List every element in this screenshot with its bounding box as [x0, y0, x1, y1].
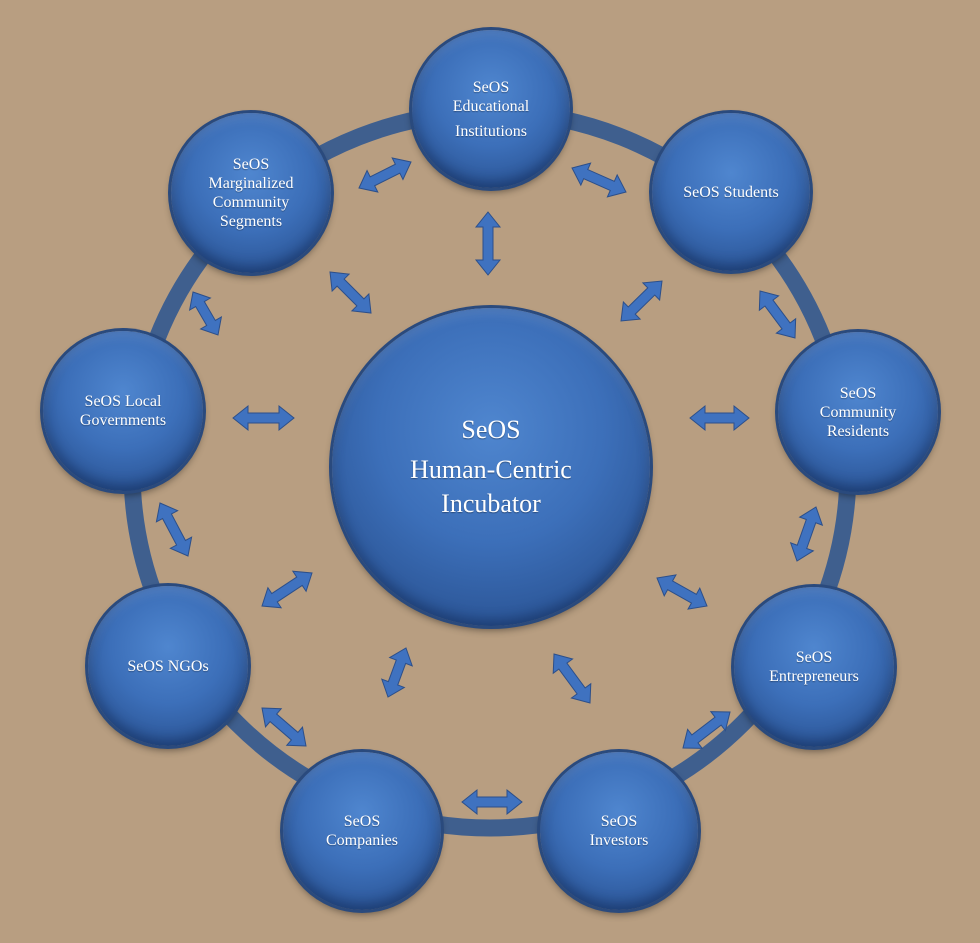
label-line: Community [819, 403, 897, 421]
label-line: Companies [326, 832, 398, 849]
node-label: SeOS Educational Institutions [445, 78, 537, 141]
node-label: SeOS Investors [582, 812, 657, 850]
center-label-line: Human-Centric [410, 455, 572, 484]
double-arrow-icon [689, 404, 750, 432]
double-arrow-icon [461, 788, 523, 816]
label-line: SeOS [232, 156, 270, 173]
node-ngos: SeOS NGOs [88, 586, 248, 746]
double-arrow-icon [358, 157, 412, 193]
label-line: SeOS [472, 78, 510, 96]
double-arrow-icon [261, 570, 313, 609]
double-arrow-icon [155, 502, 193, 557]
node-companies: SeOS Companies [283, 752, 441, 910]
double-arrow-icon [380, 647, 414, 698]
center-hub: SeOS Human-Centric Incubator [332, 308, 650, 626]
node-label: SeOS Marginalized Community Segments [200, 155, 301, 231]
center-label-line: Incubator [441, 489, 541, 518]
double-arrow-icon [620, 280, 663, 322]
label-line: Community [212, 194, 290, 211]
label-line: SeOS Local [84, 393, 162, 410]
double-arrow-icon [571, 162, 627, 198]
node-marginalized-community-segments: SeOS Marginalized Community Segments [171, 113, 331, 273]
node-investors: SeOS Investors [540, 752, 698, 910]
center-label: SeOS Human-Centric Incubator [390, 413, 592, 521]
label-line: Educational [452, 97, 530, 115]
double-arrow-icon [682, 711, 731, 749]
double-arrow-icon [552, 653, 592, 704]
double-arrow-icon [329, 271, 372, 314]
node-label: SeOS Entrepreneurs [761, 648, 867, 686]
label-line: Residents [826, 422, 890, 440]
node-community-residents: SeOS Community Residents [778, 332, 938, 492]
node-local-governments: SeOS Local Governments [43, 331, 203, 491]
center-label-line: SeOS [461, 415, 521, 444]
double-arrow-icon [474, 211, 502, 276]
double-arrow-icon [232, 404, 295, 432]
node-label: SeOS Companies [318, 812, 406, 850]
label-line: SeOS [839, 384, 877, 402]
label-line: SeOS NGOs [127, 657, 209, 675]
node-entrepreneurs: SeOS Entrepreneurs [734, 587, 894, 747]
node-label: SeOS NGOs [119, 657, 216, 676]
label-line: SeOS [343, 813, 381, 830]
node-students: SeOS Students [652, 113, 810, 271]
double-arrow-icon [656, 574, 708, 610]
node-label: SeOS Local Governments [72, 392, 174, 430]
node-label: SeOS Students [675, 183, 787, 202]
label-line: Marginalized [208, 175, 294, 192]
node-label: SeOS Community Residents [812, 384, 904, 441]
label-line: SeOS [795, 649, 833, 666]
label-line: Segments [219, 213, 283, 230]
double-arrow-icon [758, 290, 797, 339]
node-educational-institutions: SeOS Educational Institutions [412, 30, 570, 188]
double-arrow-icon [261, 707, 307, 747]
label-line: SeOS [600, 813, 638, 830]
label-line: Entrepreneurs [769, 668, 859, 685]
double-arrow-icon [188, 291, 223, 336]
double-arrow-icon [789, 506, 824, 562]
label-line: SeOS Students [683, 183, 779, 201]
label-line: Governments [79, 412, 167, 429]
label-line: Institutions [454, 122, 527, 140]
label-line: Investors [589, 832, 649, 849]
arrow-group [155, 157, 824, 816]
